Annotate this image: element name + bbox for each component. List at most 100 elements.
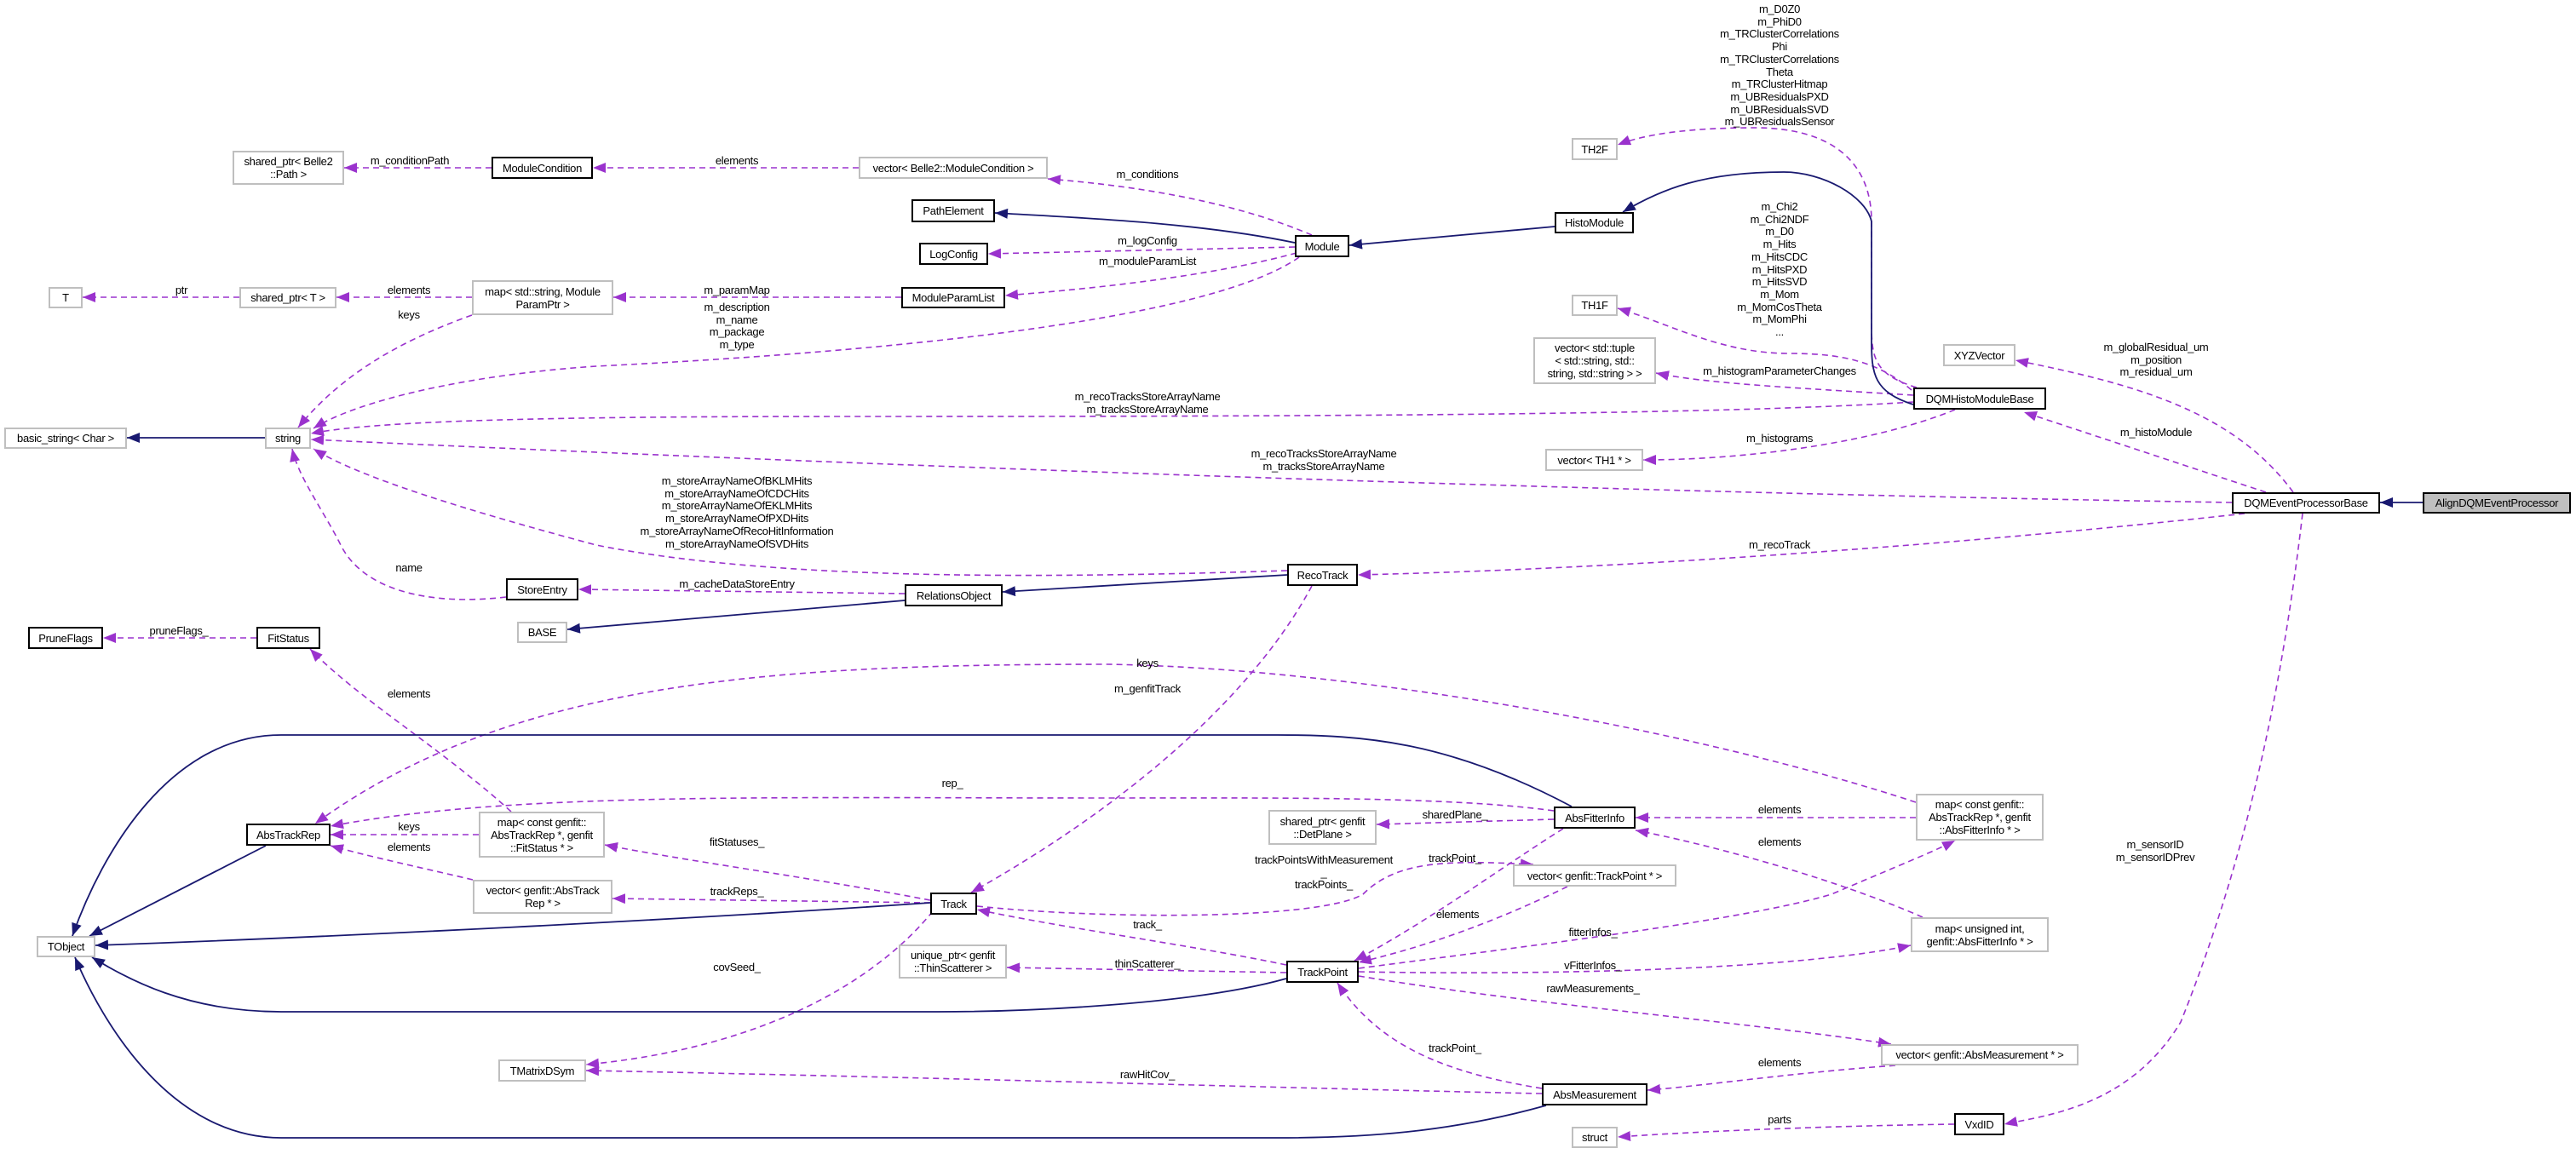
edge-label: elements: [1758, 1056, 1802, 1070]
class-node-label: LogConfig: [929, 247, 978, 261]
edge-label-line: ...: [1775, 325, 1784, 339]
edge-label-line: m_storeArrayNameOfPXDHits: [664, 512, 809, 525]
edge-label: m_histogramParameterChanges: [1703, 365, 1856, 378]
member-edge-map-afi-to-abstrackrep: [314, 663, 1917, 824]
edge-label-line: trackPoint_: [1429, 852, 1481, 864]
member-edge-track-to-vec-tp: [976, 858, 1534, 916]
class-node-basic-string[interactable]: basic_string< Char >: [4, 428, 127, 449]
edge-label: elements: [388, 687, 431, 701]
class-node-unique-ts[interactable]: unique_ptr< genfit::ThinScatterer >: [899, 944, 1007, 979]
member-edge-vec-am-to-absmeasurement: [1647, 1065, 1896, 1094]
class-node-sp-path[interactable]: shared_ptr< Belle2::Path >: [233, 151, 344, 185]
class-node-vxdid[interactable]: VxdID: [1954, 1113, 2004, 1135]
class-node-label: vector< TH1 * >: [1557, 453, 1631, 467]
class-node-vec-tp[interactable]: vector< genfit::TrackPoint * >: [1513, 864, 1676, 887]
class-node-pathelement[interactable]: PathElement: [911, 199, 995, 222]
class-node-label: AbsFitterInfo: [1565, 811, 1624, 824]
class-node-th1f[interactable]: TH1F: [1572, 295, 1618, 316]
class-node-tmatrixdsym[interactable]: TMatrixDSym: [498, 1059, 586, 1082]
edge-label-line: elements: [387, 841, 431, 853]
class-node-label: T: [62, 291, 69, 304]
class-node-string[interactable]: string: [265, 428, 311, 449]
class-node-histomodule[interactable]: HistoModule: [1555, 212, 1634, 233]
edge-label: elements: [387, 841, 431, 854]
class-node-vec-th1[interactable]: vector< TH1 * >: [1545, 449, 1643, 471]
edge-label-line: m_HitsSVD: [1751, 275, 1808, 289]
class-node-trackpoint[interactable]: TrackPoint: [1286, 961, 1359, 983]
class-node-label: RecoTrack: [1297, 568, 1348, 582]
edge-label-line: fitterInfos_: [1568, 926, 1618, 939]
class-node-relationsobject[interactable]: RelationsObject: [905, 584, 1003, 606]
class-node-label: string, std::string > >: [1547, 367, 1642, 380]
edge-label-line: m_position: [2130, 353, 2182, 366]
edge-label-line: thinScatterer_: [1114, 957, 1181, 970]
class-node-map-fs[interactable]: map< const genfit::AbsTrackRep *, genfit…: [479, 812, 605, 858]
edge-label-line: m_conditions: [1116, 168, 1179, 181]
edge-label-line: m_Chi2NDF: [1750, 212, 1809, 226]
edge-label-line: pruneFlags_: [149, 624, 209, 637]
class-node-module[interactable]: Module: [1295, 235, 1349, 257]
class-node-vec-tuple[interactable]: vector< std::tuple< std::string, std::st…: [1533, 337, 1656, 384]
class-node-label: ::FitStatus * >: [510, 841, 573, 854]
member-edge-module-to-string: [313, 256, 1300, 429]
class-node-label: XYZVector: [1953, 348, 2005, 362]
edge-label-line: m_tracksStoreArrayName: [1086, 402, 1209, 416]
class-node-th2f[interactable]: TH2F: [1572, 138, 1618, 160]
class-node-map-ui[interactable]: map< unsigned int,genfit::AbsFitterInfo …: [1911, 917, 2049, 952]
edge-label-line: m_HitsCDC: [1751, 250, 1808, 263]
class-node-label: TMatrixDSym: [509, 1064, 575, 1077]
edge-label-line: vFitterInfos_: [1564, 959, 1622, 972]
class-node-absmeasurement[interactable]: AbsMeasurement: [1542, 1083, 1647, 1105]
class-node-label: shared_ptr< Belle2: [244, 155, 333, 168]
edge-label: elements: [1436, 908, 1480, 921]
edge-label-line: m_globalResidual_um: [2103, 341, 2209, 353]
class-node-t[interactable]: T: [49, 287, 83, 308]
edge-label: thinScatterer_: [1114, 957, 1181, 971]
edge-label: m_histograms: [1746, 432, 1813, 445]
edge-label: m_genfitTrack: [1114, 682, 1181, 696]
class-node-label: unique_ptr< genfit: [910, 949, 996, 962]
edge-label-line: rep_: [941, 777, 963, 789]
class-node-fitstatus[interactable]: FitStatus: [256, 627, 320, 649]
member-edge-track-to-tmatrixdsym: [585, 910, 934, 1069]
class-node-aligndqmeventprocessor[interactable]: AlignDQMEventProcessor: [2423, 492, 2571, 514]
edge-label: parts: [1768, 1113, 1791, 1127]
class-node-label: vector< genfit::AbsTrack: [486, 884, 600, 897]
class-node-sp-t[interactable]: shared_ptr< T >: [239, 287, 336, 308]
class-node-modulecondition[interactable]: ModuleCondition: [492, 157, 593, 179]
class-node-label: basic_string< Char >: [17, 432, 114, 445]
class-node-tobject[interactable]: TObject: [37, 936, 95, 957]
class-node-label: shared_ptr< genfit: [1279, 814, 1366, 828]
class-node-moduleparamlist[interactable]: ModuleParamList: [901, 287, 1005, 308]
member-edge-dqmhistomodulebase-to-th2f: [1617, 127, 1918, 388]
class-node-map-afi[interactable]: map< const genfit::AbsTrackRep *, genfit…: [1916, 794, 2044, 841]
class-node-sp-detplane[interactable]: shared_ptr< genfit::DetPlane >: [1268, 810, 1377, 845]
class-node-recotrack[interactable]: RecoTrack: [1287, 564, 1358, 586]
class-node-dqmhistomodulebase[interactable]: DQMHistoModuleBase: [1913, 388, 2046, 410]
class-node-storeentry[interactable]: StoreEntry: [506, 578, 578, 600]
class-node-label: Track: [940, 897, 967, 910]
class-node-dqmeventprocessorbase[interactable]: DQMEventProcessorBase: [2232, 492, 2380, 514]
class-node-struct[interactable]: struct: [1572, 1127, 1618, 1148]
class-node-abstrackrep[interactable]: AbsTrackRep: [246, 824, 331, 846]
edge-label: trackPoint_: [1429, 1042, 1481, 1055]
edge-label-line: m_name: [716, 313, 758, 326]
class-node-xyzvector[interactable]: XYZVector: [1943, 344, 2015, 366]
class-node-vec-mc[interactable]: vector< Belle2::ModuleCondition >: [859, 157, 1048, 179]
edge-label-line: keys: [398, 308, 420, 321]
class-node-logconfig[interactable]: LogConfig: [919, 243, 988, 265]
member-edge-module-to-moduleparamlist: [1004, 252, 1297, 300]
class-node-pruneflags[interactable]: PruneFlags: [28, 627, 103, 649]
class-node-track[interactable]: Track: [930, 893, 977, 915]
class-node-vec-am[interactable]: vector< genfit::AbsMeasurement * >: [1881, 1044, 2079, 1065]
class-node-base[interactable]: BASE: [517, 622, 567, 643]
edge-label-line: m_storeArrayNameOfSVDHits: [664, 537, 809, 550]
class-node-absfitterinfo[interactable]: AbsFitterInfo: [1554, 807, 1636, 829]
